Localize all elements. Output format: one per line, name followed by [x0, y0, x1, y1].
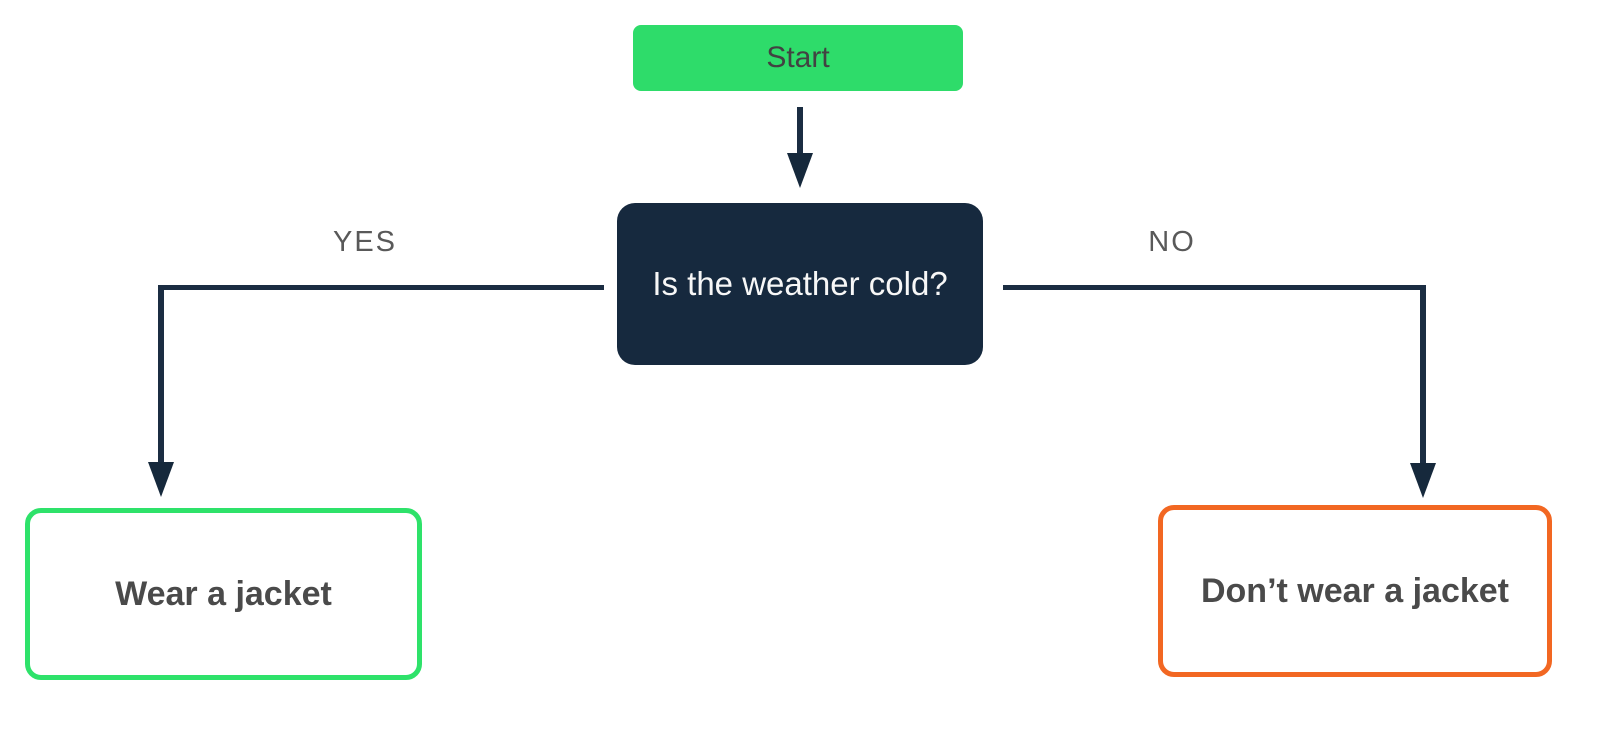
arrow-down-icon [1410, 463, 1436, 498]
yes-edge-label: YES [332, 226, 398, 258]
yes-outcome-label: Wear a jacket [115, 574, 332, 613]
decision-node-label: Is the weather cold? [652, 265, 948, 302]
arrow-down-icon [787, 153, 813, 188]
yes-outcome-node: Wear a jacket [25, 508, 422, 680]
start-node-label: Start [766, 41, 830, 74]
start-to-decision-connector [797, 107, 803, 157]
no-edge-label: NO [1148, 226, 1196, 258]
no-outcome-label: Don’t wear a jacket [1200, 571, 1509, 610]
yes-connector-horizontal [158, 285, 604, 290]
arrow-down-icon [148, 462, 174, 497]
no-outcome-node: Don’t wear a jacket [1158, 505, 1552, 677]
start-node: Start [633, 25, 963, 91]
decision-node: Is the weather cold? [617, 203, 983, 365]
yes-connector-vertical [158, 285, 164, 465]
no-connector-horizontal [1003, 285, 1426, 290]
no-connector-vertical [1420, 285, 1426, 465]
